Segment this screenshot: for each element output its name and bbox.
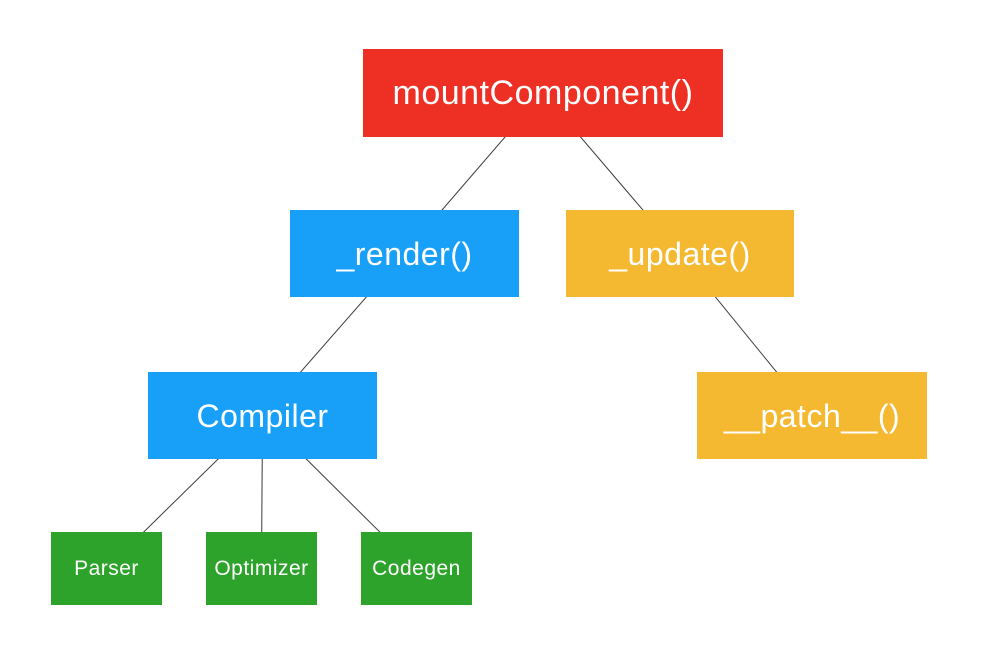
node-compiler: Compiler (148, 372, 377, 459)
node-render: _render() (290, 210, 519, 297)
node-codegen: Codegen (361, 532, 472, 605)
node-update: _update() (566, 210, 794, 297)
node-mount-component: mountComponent() (363, 49, 723, 137)
node-parser: Parser (51, 532, 162, 605)
node-patch: __patch__() (697, 372, 927, 459)
node-optimizer: Optimizer (206, 532, 317, 605)
